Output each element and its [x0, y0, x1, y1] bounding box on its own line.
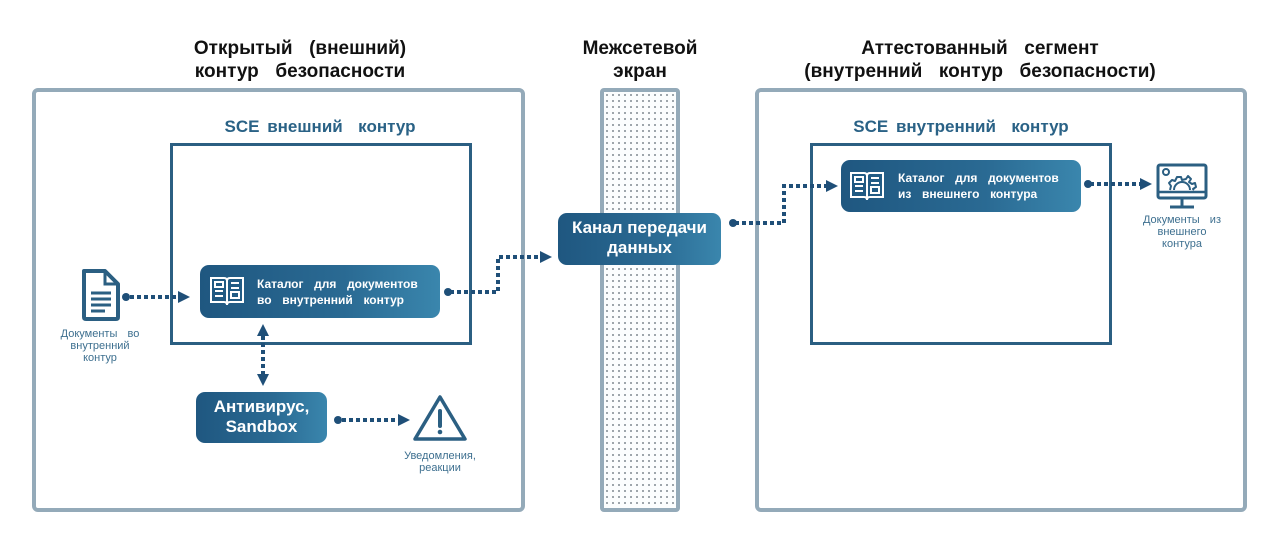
catalog-outbound-line2: во внутренний контур — [257, 293, 404, 307]
docs-out-caption-line1: Документы из — [1142, 214, 1221, 226]
document-icon — [82, 269, 120, 321]
open-zone-title-line2: контур безопасности — [194, 61, 406, 82]
computer-gear-icon — [1156, 163, 1208, 209]
connector-start-dot — [729, 219, 737, 227]
arrowhead-up — [257, 324, 269, 336]
arrowhead-right — [178, 291, 190, 303]
catalog-inbound-line2: из внешнего контура — [898, 187, 1038, 201]
sce-external-box — [170, 143, 472, 345]
firewall-title-line1: Межсетевой — [582, 38, 698, 59]
docs-out-caption: Документы из внешнего контура — [1130, 214, 1234, 250]
alerts-caption: Уведомления, реакции — [380, 450, 500, 474]
book-catalog-icon — [850, 172, 884, 201]
firewall-strip — [600, 88, 680, 512]
connector-channel-to-catalog — [735, 184, 826, 225]
sce-external-title: SCE внешний контур — [224, 117, 416, 136]
docs-in-endpoint: Документы во внутренний контур — [50, 268, 150, 368]
sce-internal-box — [810, 143, 1112, 345]
firewall-title: Межсетевой экран — [560, 37, 720, 83]
catalog-outbound-line1: Каталог для документов — [257, 277, 418, 291]
docs-in-caption-line1: Документы во — [60, 328, 140, 340]
certified-zone-frame — [755, 88, 1247, 512]
connector-start-dot — [334, 416, 342, 424]
docs-out-caption-line2: внешнего — [1157, 226, 1207, 238]
data-channel-node[interactable]: Канал передачи данных — [558, 213, 721, 265]
connector-start-dot — [444, 288, 452, 296]
data-channel-line2: данных — [607, 238, 672, 257]
docs-in-caption: Документы во внутренний контур — [50, 328, 150, 364]
data-channel-label: Канал передачи данных — [558, 218, 721, 258]
arrowhead-down — [257, 374, 269, 386]
docs-out-caption-line3: контура — [1162, 238, 1202, 250]
open-zone-title-line1: Открытый (внешний) — [193, 38, 407, 59]
connector-catalog-to-channel — [450, 255, 540, 294]
catalog-inbound-node[interactable]: Каталог для документов из внешнего конту… — [841, 160, 1081, 212]
warning-icon — [413, 395, 467, 441]
sce-internal-title: SCE внутренний контур — [853, 117, 1069, 136]
catalog-outbound-label: Каталог для документов во внутренний кон… — [257, 276, 418, 308]
catalog-outbound-node[interactable]: Каталог для документов во внутренний кон… — [200, 265, 440, 318]
certified-zone-title-line2: (внутренний контур безопасности) — [804, 61, 1156, 82]
arrowhead-right — [540, 251, 552, 263]
certified-zone-title-line1: Аттестованный сегмент — [861, 38, 1099, 59]
connector-start-dot — [122, 293, 130, 301]
antivirus-sandbox-node[interactable]: Антивирус, Sandbox — [196, 392, 327, 443]
antivirus-line2: Sandbox — [225, 417, 298, 436]
firewall-title-line2: экран — [613, 61, 667, 82]
open-zone-title: Открытый (внешний) контур безопасности — [150, 37, 450, 83]
antivirus-line1: Антивирус, — [213, 397, 310, 416]
alerts-endpoint: Уведомления, реакции — [380, 393, 500, 483]
alerts-caption-line2: реакции — [419, 462, 461, 474]
arrowhead-right — [826, 180, 838, 192]
docs-in-caption-line3: контур — [83, 352, 117, 364]
book-catalog-icon — [210, 277, 244, 306]
docs-out-endpoint: Документы из внешнего контура — [1130, 160, 1234, 260]
catalog-inbound-line1: Каталог для документов — [898, 171, 1059, 185]
antivirus-label: Антивирус, Sandbox — [196, 397, 327, 437]
data-channel-line1: Канал передачи — [572, 218, 707, 237]
certified-zone-title: Аттестованный сегмент (внутренний контур… — [740, 37, 1220, 83]
catalog-inbound-label: Каталог для документов из внешнего конту… — [898, 170, 1059, 202]
arrowhead-right — [1140, 178, 1152, 190]
arrowhead-right — [398, 414, 410, 426]
connector-start-dot — [1084, 180, 1092, 188]
docs-in-caption-line2: внутренний — [70, 340, 130, 352]
alerts-caption-line1: Уведомления, — [404, 450, 476, 462]
